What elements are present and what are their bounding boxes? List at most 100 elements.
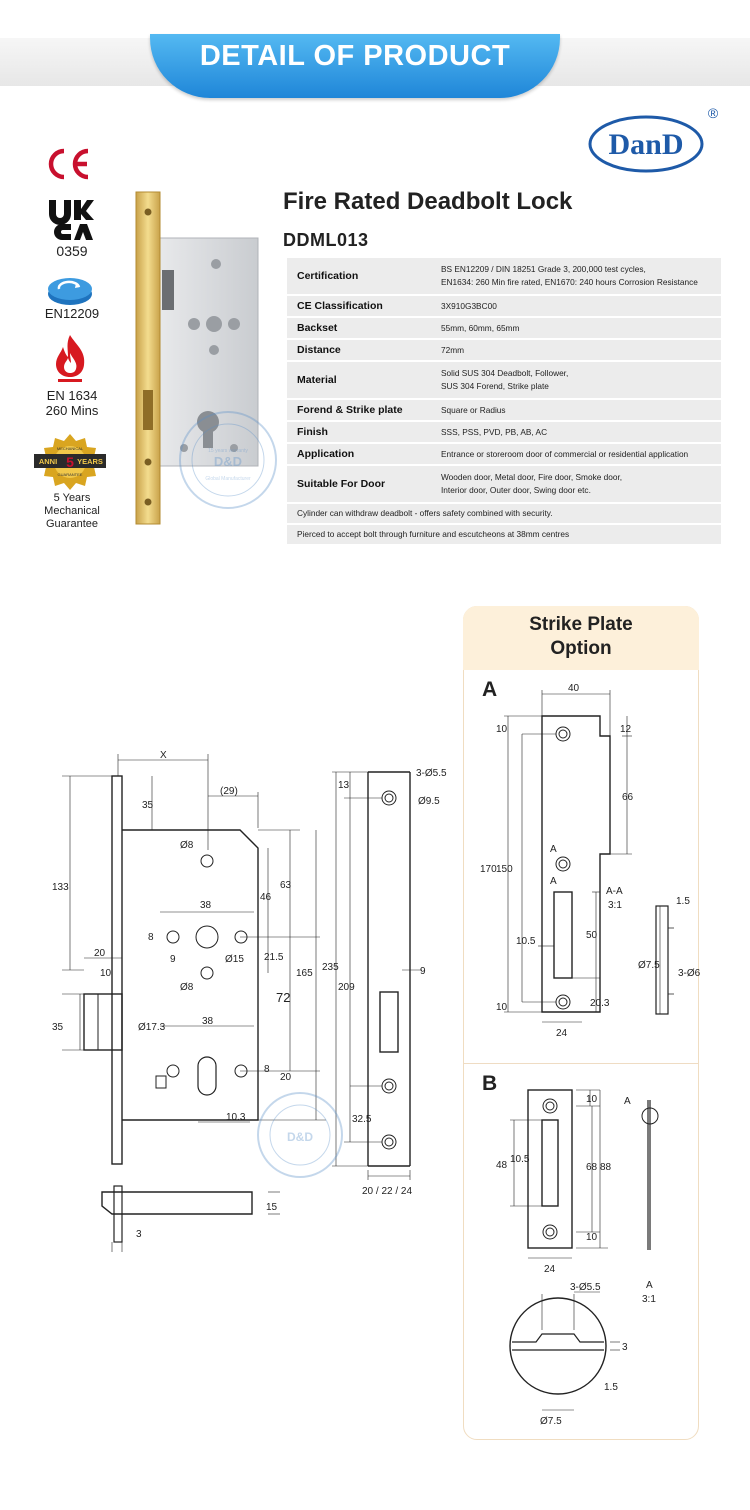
watermark-stamp: D&D [257,1092,343,1178]
warranty-label: 5 Years Mechanical Guarantee [44,492,100,530]
dim-b-10-top: 10 [586,1094,598,1105]
spec-value: Entrance or storeroom door of commercial… [427,443,721,466]
dim-o7-5: Ø7.5 [638,960,660,971]
section-a-lower: A [550,876,557,887]
dim-29: (29) [220,786,238,797]
dim-150: 150 [496,864,513,875]
badge-number: 5 [66,454,74,470]
spec-label: Material [287,361,427,400]
strike-plate-b-drawing: 10 A 48 10.5 68 88 10 24 3-Ø5.5 A 3:1 3 … [496,1089,659,1427]
dim-a-10-bottom: 10 [496,1002,508,1013]
spec-label: Suitable For Door [287,465,427,504]
dim-3: 3 [136,1229,142,1240]
strike-plate-divider [463,1063,699,1064]
option-a-label: A [482,678,498,701]
spec-value-line: SSS, PSS, PVD, PB, AB, AC [441,426,548,437]
spec-value-line: Square or Radius [441,404,506,415]
product-title: Fire Rated Deadbolt Lock [283,188,573,215]
dim-235: 235 [322,962,339,973]
dim-35-top: 35 [142,800,154,811]
spec-value-line: 3X910G3BC00 [441,300,497,311]
dim-3-o6: 3-Ø6 [678,968,701,979]
strike-plate-a-drawing: 40 10 12 66 170 150 A A A-A 3:1 1.5 50 1… [480,683,701,1039]
dim-63: 63 [280,880,292,891]
dim-35-bolt: 35 [52,1022,64,1033]
spec-value-line: Solid SUS 304 Deadbolt, Follower, [441,368,569,378]
dim-12: 12 [620,724,632,735]
watermark-brand-2: D&D [287,1130,313,1144]
dim-o9-5: Ø9.5 [418,796,440,807]
strike-plate-title-1: Strike Plate [529,614,633,635]
forend-drawing: 13 3-Ø5.5 Ø9.5 235 209 9 32.5 20 / 22 / … [322,768,447,1197]
strike-plate-panel [463,606,699,1440]
note-text: Pierced to accept bolt through furniture… [287,524,721,546]
spec-row: Application Entrance or storeroom door of… [287,443,721,466]
dim-38-bottom: 38 [202,1016,214,1027]
header-banner: DETAIL OF PRODUCT [0,0,750,100]
detail-scale: 3:1 [642,1294,656,1305]
dim-b-24: 24 [544,1264,556,1275]
dim-9: 9 [170,954,176,965]
badge-left-text: ANNI [39,457,57,466]
spec-value-line: BS EN12209 / DIN 18251 Grade 3, 200,000 … [441,264,646,274]
dim-x: X [160,750,167,761]
dim-o8-top: Ø8 [180,840,194,851]
dim-8-left: 8 [148,932,154,943]
note-row: Cylinder can withdraw deadbolt - offers … [287,503,721,525]
badge-right-text: YEARS [77,457,103,466]
spec-value: BS EN12209 / DIN 18251 Grade 3, 200,000 … [427,258,721,296]
dim-50: 50 [586,930,598,941]
note-row: Pierced to accept bolt through furniture… [287,524,721,546]
banner-tab [150,34,560,98]
dim-13: 13 [338,780,350,791]
dim-8-right: 8 [264,1064,270,1075]
dim-10: 10 [100,968,112,979]
spec-label: Application [287,443,427,466]
option-b-label: B [482,1072,498,1095]
spec-table: Certification BS EN12209 / DIN 18251 Grad… [287,258,721,546]
registered-mark: ® [708,105,719,121]
dim-48: 48 [496,1160,508,1171]
spec-value-line: Entrance or storeroom door of commercial… [441,448,689,459]
badge-top-text: MECHANICAL [57,446,84,451]
spec-value: Solid SUS 304 Deadbolt, Follower,SUS 304… [427,361,721,400]
watermark-global: Global Manufacturer [205,476,251,482]
dim-20-22-24: 20 / 22 / 24 [362,1186,412,1197]
dim-38-top: 38 [200,900,212,911]
en12209-label: EN12209 [44,306,100,321]
warranty-badge-icon: MECHANICAL ANNI 5 YEARS GUARANTEE [34,434,106,490]
fire-icon [56,335,85,382]
spec-label: Certification [287,258,427,296]
ce-mark-icon [48,148,89,180]
ukca-number: 0359 [56,243,88,259]
watermark-warranty: 15 years warranty [208,448,248,454]
strike-plate-title-2: Option [550,638,612,659]
banner-title: DETAIL OF PRODUCT [199,40,511,72]
dim-68: 68 [586,1162,598,1173]
ukca-mark-icon [49,200,94,240]
spec-value-line: 72mm [441,344,465,355]
dim-3-o5-5: 3-Ø5.5 [416,768,447,779]
spec-label: Forend & Strike plate [287,399,427,422]
brand-logo: DanD ® [588,104,719,174]
watermark-brand: D&D [214,454,242,469]
note-text: Cylinder can withdraw deadbolt - offers … [287,503,721,525]
dim-a-10-5: 10.5 [516,936,536,947]
dim-165: 165 [296,968,313,979]
spec-value: Wooden door, Metal door, Fire door, Smok… [427,465,721,504]
spec-value-line: EN1634: 260 Min fire rated, EN1670: 240 … [441,277,698,287]
dim-72: 72 [276,990,290,1005]
dim-170: 170 [480,864,497,875]
dim-10-3: 10.3 [226,1112,246,1123]
dim-b-10-bottom: 10 [586,1232,598,1243]
dim-40: 40 [568,683,580,694]
dim-b-3-o5-5: 3-Ø5.5 [570,1282,601,1293]
dim-88: 88 [600,1162,612,1173]
spec-value: 3X910G3BC00 [427,295,721,318]
dim-20-3: 20.3 [590,998,610,1009]
section-b-a: A [624,1096,631,1107]
spec-value: 55mm, 60mm, 65mm [427,317,721,340]
